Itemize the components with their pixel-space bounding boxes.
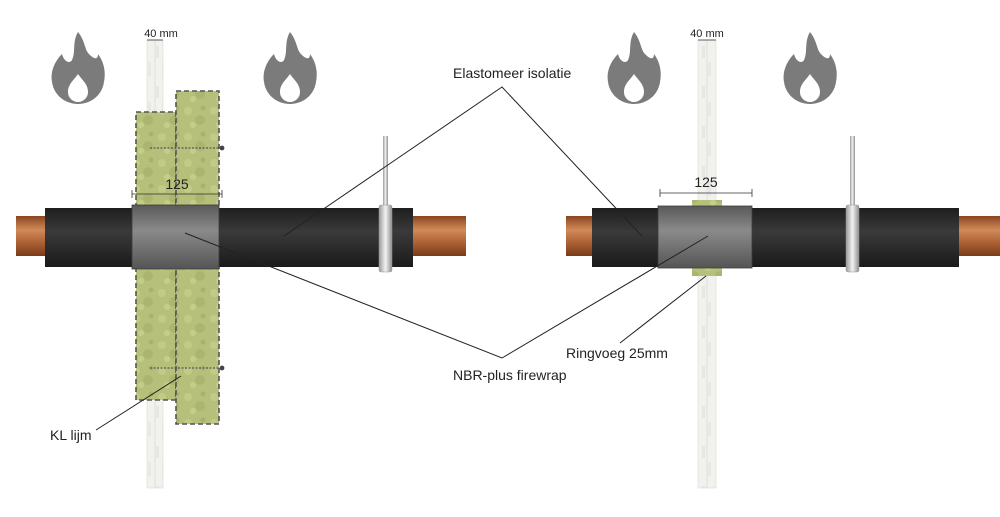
leader-elastomeer (283, 86, 643, 237)
leader-kl-lijm (95, 375, 182, 431)
fire-icon (607, 32, 661, 104)
left-screw-top (150, 145, 225, 151)
right-nbr-firewrap (657, 205, 753, 269)
nbr-firewrap-label: NBR-plus firewrap (453, 367, 567, 383)
fire-icon (263, 32, 317, 104)
left-nbr-firewrap (131, 204, 220, 270)
right-wall-thickness-label: 40 mm (690, 28, 724, 40)
right-hanger-rod (850, 136, 855, 216)
right-wrap-length-label: 125 (694, 174, 718, 190)
fire-icon (783, 32, 837, 104)
left-elastomeer-insulation (45, 208, 413, 267)
left-screw-bottom (150, 365, 225, 371)
right-detail: 40 mm 125 (566, 28, 1000, 489)
left-wall-thickness-label: 40 mm (144, 28, 178, 40)
pipe-clamp-icon (378, 204, 393, 273)
ringvoeg-label: Ringvoeg 25mm (566, 345, 668, 361)
right-elastomeer-insulation (592, 208, 959, 267)
left-hanger-rod (383, 136, 388, 216)
left-wrap-length-label: 125 (165, 176, 189, 192)
elastomeer-label: Elastomeer isolatie (453, 65, 571, 81)
leader-firewrap (184, 232, 709, 359)
fire-icon (51, 32, 105, 104)
leader-lines (95, 86, 709, 431)
left-detail: 40 mm 125 (16, 28, 466, 489)
kl-lijm-label: KL lijm (50, 427, 92, 443)
leader-ringvoeg (619, 275, 707, 344)
pipe-clamp-icon (845, 204, 860, 273)
